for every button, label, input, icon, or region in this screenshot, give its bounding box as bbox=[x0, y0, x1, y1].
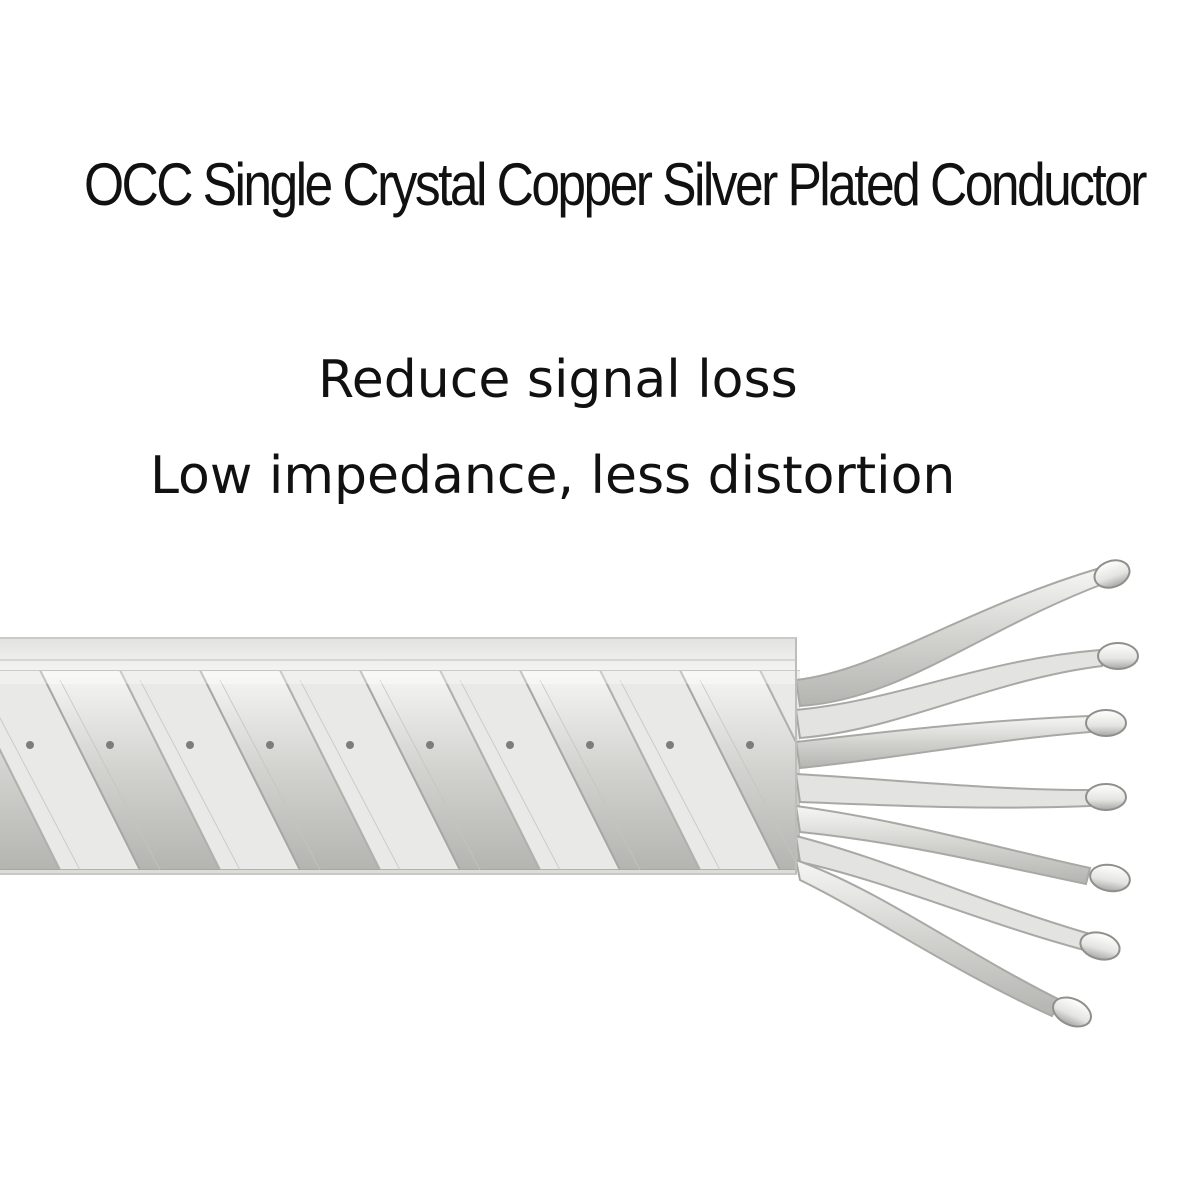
twisted-core bbox=[0, 670, 800, 870]
cable-illustration bbox=[0, 559, 1139, 1028]
feature-signal-loss: Reduce signal loss bbox=[318, 350, 798, 410]
splayed-strands bbox=[794, 566, 1110, 1018]
strand-tips bbox=[1052, 559, 1139, 1028]
page-title: OCC Single Crystal Copper Silver Plated … bbox=[84, 151, 1147, 218]
feature-low-impedance: Low impedance, less distortion bbox=[150, 446, 956, 506]
